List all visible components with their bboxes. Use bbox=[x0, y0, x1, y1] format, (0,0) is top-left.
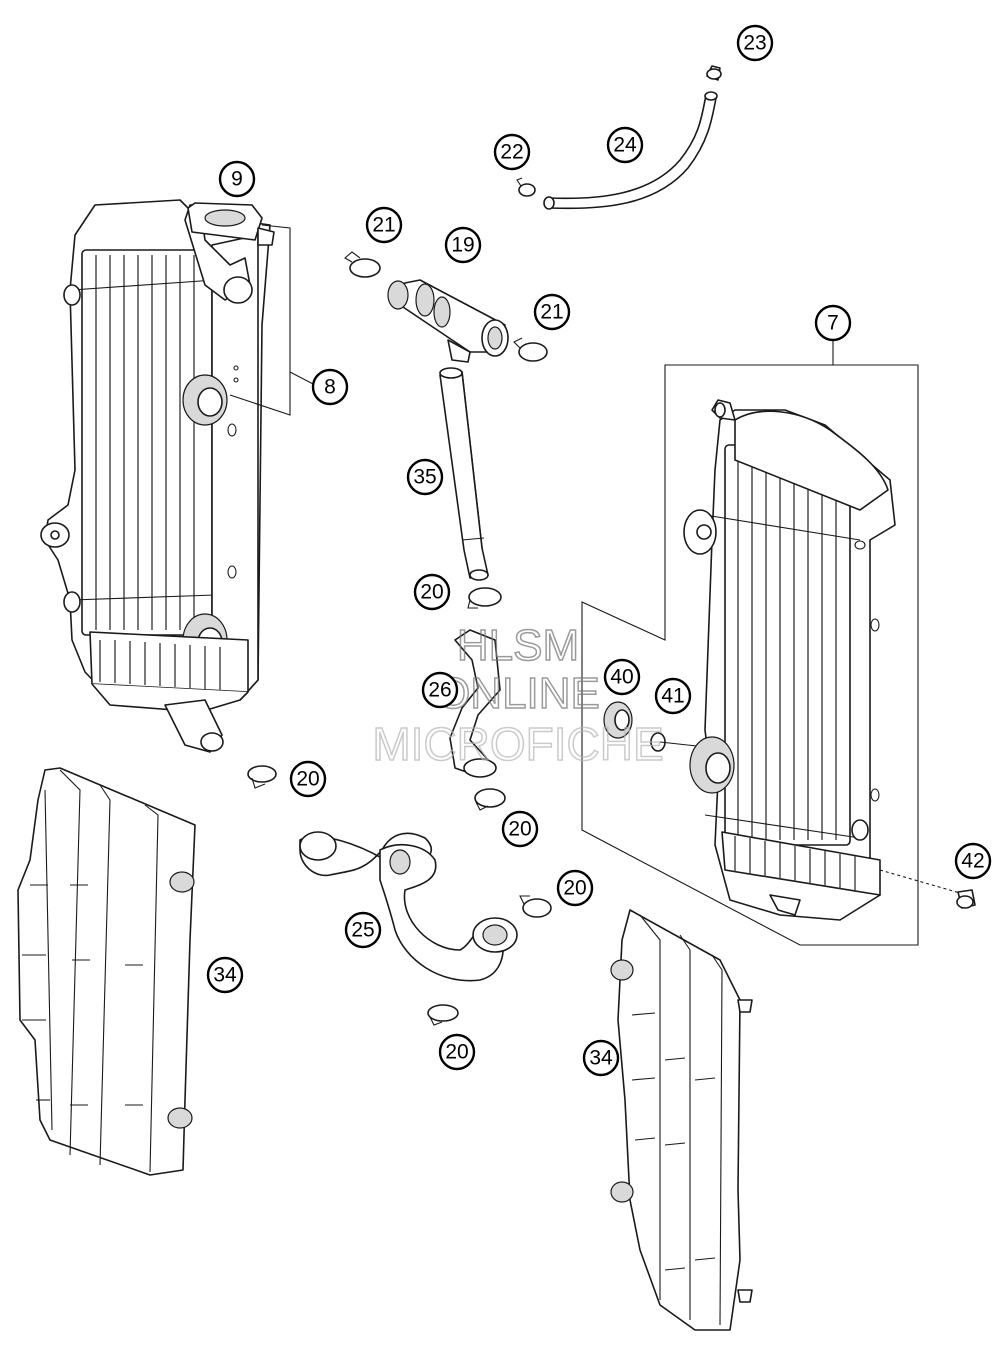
callout-41[interactable]: 41 bbox=[654, 677, 692, 715]
callout-label: 9 bbox=[231, 168, 243, 191]
callout-20-lower[interactable]: 20 bbox=[438, 1033, 476, 1071]
callout-21-right[interactable]: 21 bbox=[533, 293, 571, 331]
callout-label: 20 bbox=[445, 1041, 468, 1064]
callout-label: 35 bbox=[413, 466, 436, 489]
small-clamp-22 bbox=[516, 177, 536, 197]
callout-label: 34 bbox=[213, 964, 237, 987]
clamp-21-left bbox=[344, 251, 381, 278]
callout-label: 22 bbox=[500, 141, 523, 164]
callout-label: 19 bbox=[451, 234, 474, 257]
callout-label: 24 bbox=[613, 134, 637, 157]
clamp-20-e bbox=[427, 1004, 459, 1026]
callout-20-right[interactable]: 20 bbox=[556, 869, 594, 907]
left-radiator bbox=[40, 199, 275, 753]
callout-label: 23 bbox=[743, 32, 766, 55]
watermark: HLSM ONLINE MICROFICHE bbox=[372, 620, 665, 771]
watermark-line3: MICROFICHE bbox=[372, 718, 663, 770]
right-radiator-shroud bbox=[610, 909, 753, 1331]
clamp-20-b bbox=[247, 765, 277, 789]
hose-26 bbox=[449, 629, 501, 778]
callout-42[interactable]: 42 bbox=[954, 842, 992, 880]
callout-label: 42 bbox=[961, 850, 984, 873]
callout-34-left[interactable]: 34 bbox=[206, 956, 244, 994]
callout-label: 21 bbox=[372, 214, 395, 237]
callout-24[interactable]: 24 bbox=[606, 126, 644, 164]
callout-7[interactable]: 7 bbox=[814, 304, 852, 342]
upper-hose-19 bbox=[387, 279, 509, 363]
callout-label: 41 bbox=[661, 685, 684, 708]
callout-9[interactable]: 9 bbox=[218, 160, 256, 198]
grommet-40 bbox=[603, 701, 633, 739]
callout-21-left[interactable]: 21 bbox=[365, 206, 403, 244]
callout-label: 21 bbox=[540, 301, 563, 324]
callout-label: 34 bbox=[589, 1047, 613, 1070]
left-radiator-shroud bbox=[17, 767, 196, 1176]
callout-label: 26 bbox=[428, 679, 451, 702]
watermark-line2: ONLINE bbox=[436, 669, 600, 718]
callout-23[interactable]: 23 bbox=[736, 24, 774, 62]
clamp-20-d bbox=[519, 895, 552, 918]
callout-label: 8 bbox=[324, 376, 336, 399]
callout-22[interactable]: 22 bbox=[493, 133, 531, 171]
callout-label: 20 bbox=[508, 818, 531, 841]
callout-label: 20 bbox=[420, 581, 443, 604]
callout-34-right[interactable]: 34 bbox=[582, 1039, 620, 1077]
callout-20-upper[interactable]: 20 bbox=[413, 573, 451, 611]
bolt-42 bbox=[956, 889, 976, 909]
callout-20-left[interactable]: 20 bbox=[289, 760, 327, 798]
callout-20-middle[interactable]: 20 bbox=[501, 810, 539, 848]
watermark-line1: HLSM bbox=[457, 621, 579, 670]
clamp-20-a bbox=[467, 587, 502, 609]
callout-label: 20 bbox=[563, 877, 586, 900]
hose-25 bbox=[299, 831, 518, 982]
callout-label: 25 bbox=[351, 919, 374, 942]
clamp-20-c bbox=[474, 788, 506, 811]
callout-25[interactable]: 25 bbox=[344, 911, 382, 949]
callout-40[interactable]: 40 bbox=[603, 658, 641, 696]
callout-19[interactable]: 19 bbox=[444, 226, 482, 264]
callout-label: 7 bbox=[827, 312, 839, 335]
callout-label: 40 bbox=[610, 666, 633, 689]
callout-label: 20 bbox=[296, 768, 319, 791]
callout-26[interactable]: 26 bbox=[421, 671, 459, 709]
overflow-hose bbox=[543, 65, 722, 210]
callout-8[interactable]: 8 bbox=[311, 368, 349, 406]
pipe-35 bbox=[439, 367, 489, 581]
callout-35[interactable]: 35 bbox=[406, 458, 444, 496]
clamp-21-right bbox=[513, 337, 548, 362]
right-radiator bbox=[683, 399, 896, 921]
